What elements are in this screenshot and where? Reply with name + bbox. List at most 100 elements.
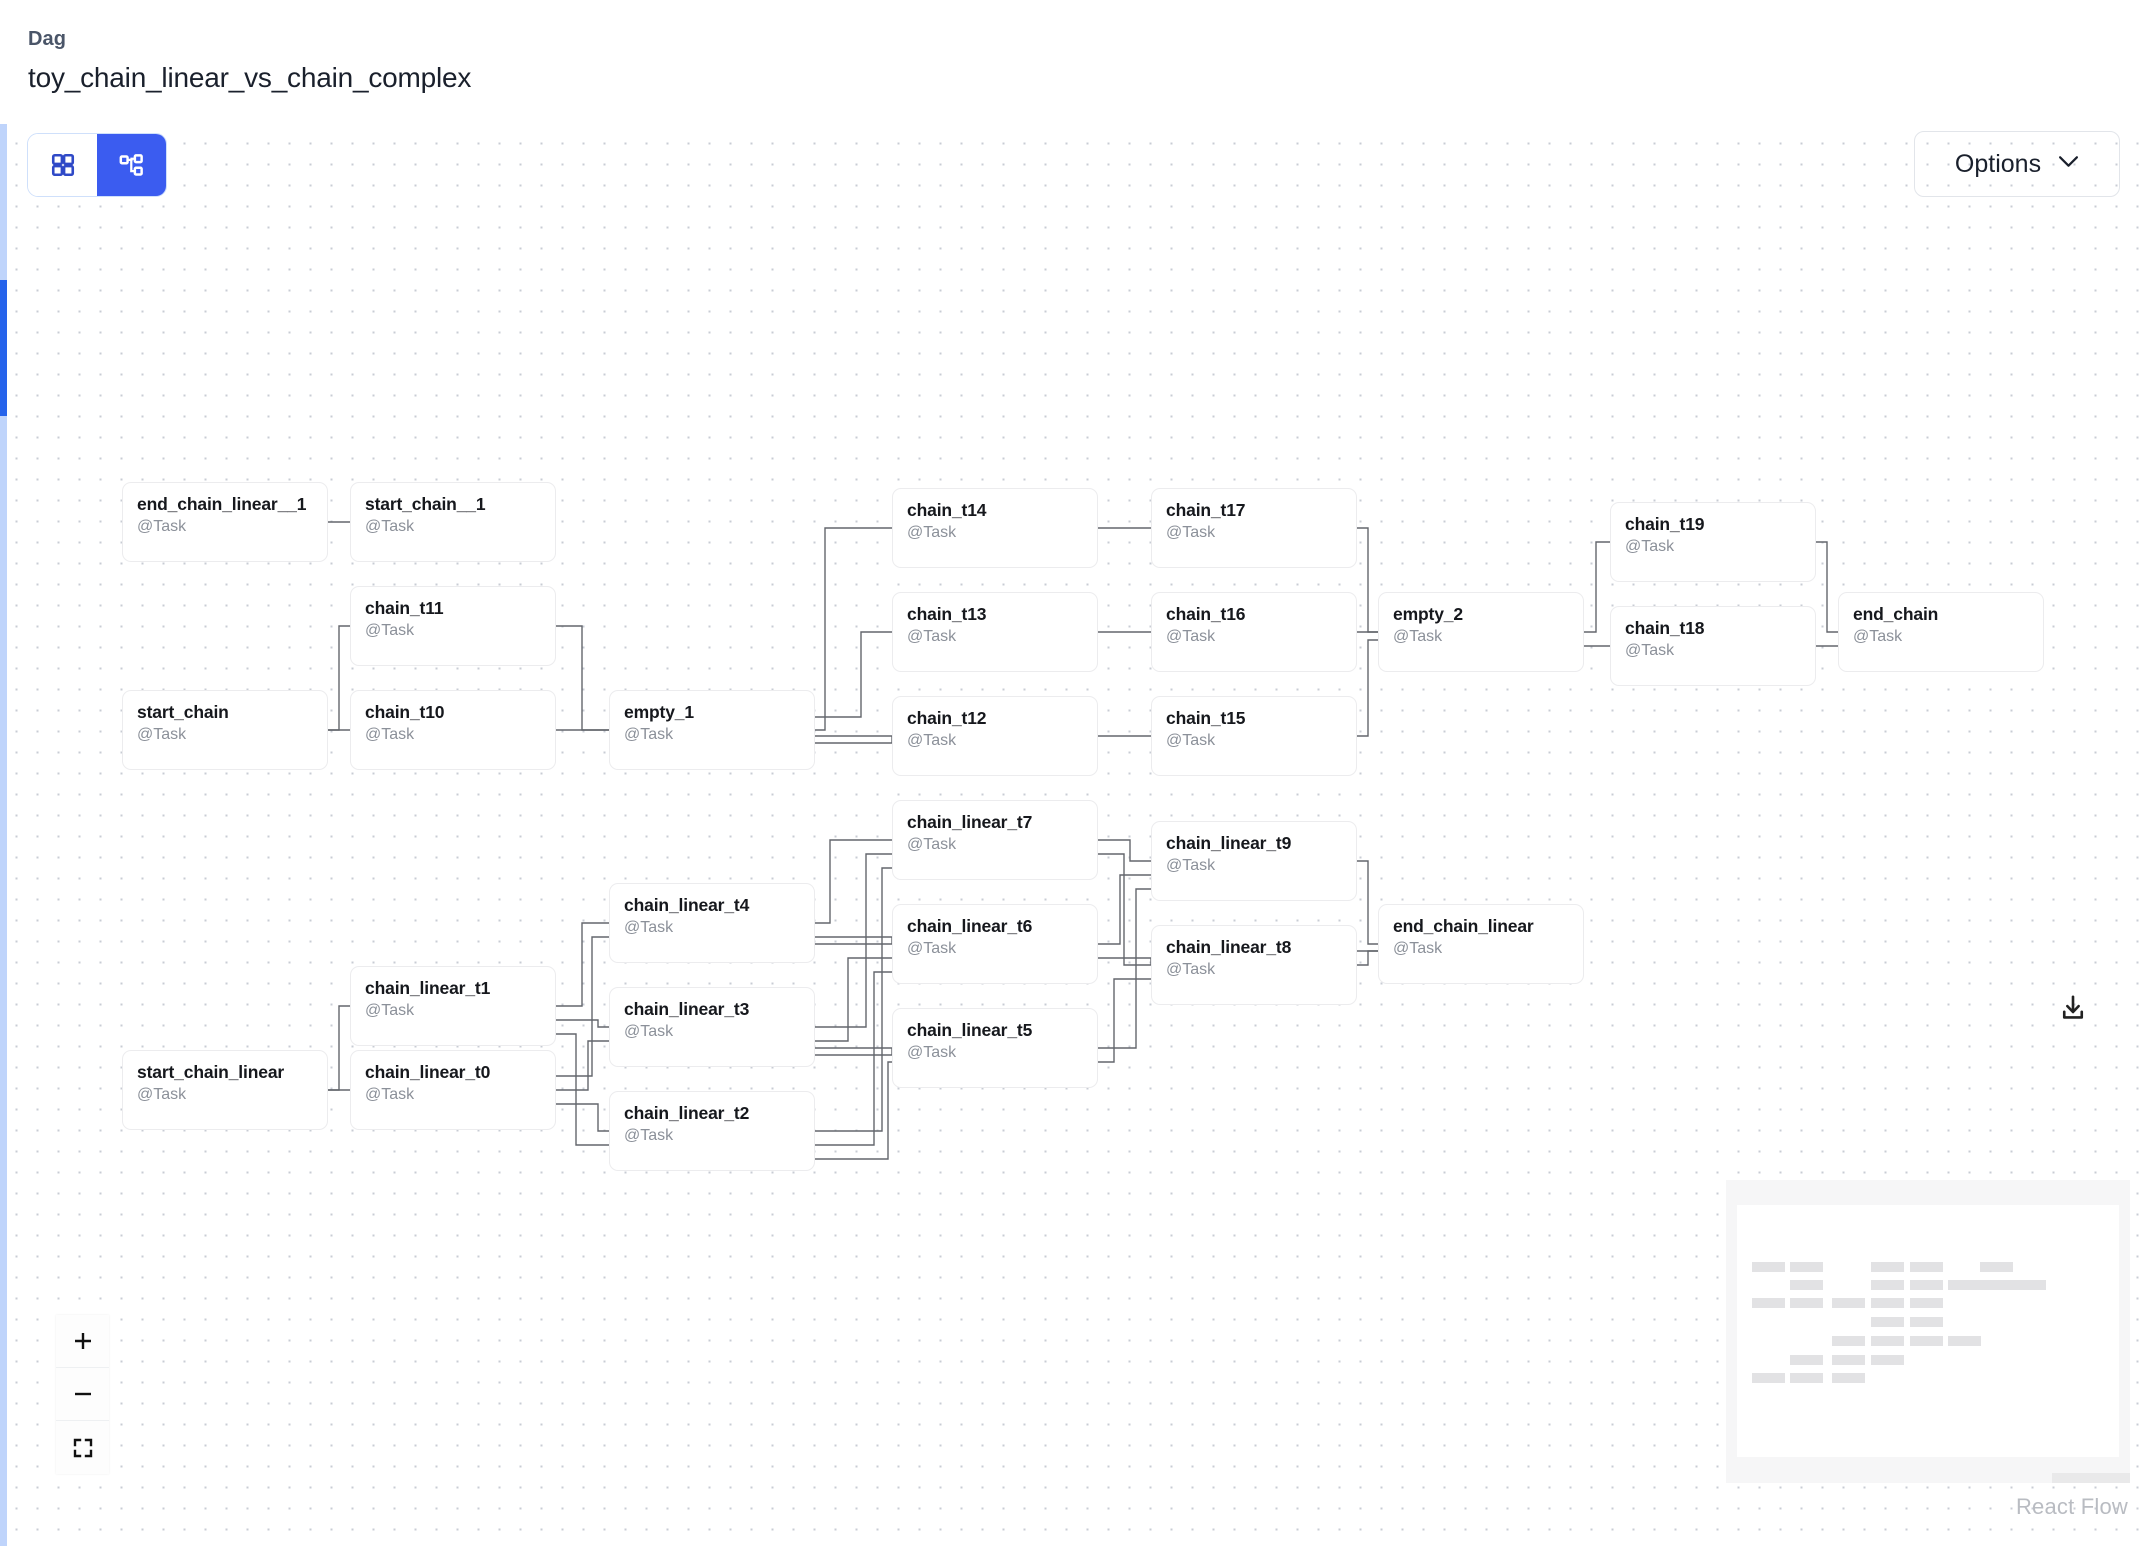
graph-canvas[interactable]: end_chain_linear__1@Task start_chain__1 @T…: [0, 125, 2148, 1546]
graph-node-chain_t14[interactable]: chain_t14@Task: [892, 488, 1098, 568]
minimap-node: [1910, 1280, 1943, 1290]
graph-node-title: end_chain_linear: [1393, 916, 1534, 936]
graph-node-chain_t13[interactable]: chain_t13@Task: [892, 592, 1098, 672]
minimap-node: [1832, 1355, 1865, 1365]
graph-node-title: empty_1: [624, 702, 694, 722]
graph-view-button[interactable]: [97, 134, 166, 196]
graph-node-subtitle: @Task: [137, 518, 187, 535]
graph-node-chain_linear_t7[interactable]: chain_linear_t7@Task: [892, 800, 1098, 880]
graph-node-subtitle: @Task: [137, 1086, 187, 1103]
graph-node-title: chain_linear_t1: [365, 978, 491, 998]
canvas-controls[interactable]: [56, 1315, 109, 1474]
fit-view-icon: [71, 1436, 95, 1460]
graph-node-title: chain_linear_t0: [365, 1062, 491, 1082]
minimap-viewport-area[interactable]: [1737, 1205, 2119, 1457]
graph-node-chain_linear_t3[interactable]: chain_linear_t3@Task: [609, 987, 815, 1067]
graph-node-title: chain_linear_t2: [624, 1103, 750, 1123]
minimap[interactable]: [1726, 1180, 2130, 1483]
graph-node-title: chain_t16: [1166, 604, 1246, 624]
minimap-node: [1948, 1280, 1981, 1290]
graph-node-start_chain_linear[interactable]: start_chain_linear @Task: [122, 1050, 328, 1130]
graph-node-chain_linear_t0[interactable]: chain_linear_t0 @Task: [350, 1050, 556, 1130]
options-button[interactable]: Options: [1914, 131, 2120, 197]
minimap-node: [1790, 1262, 1823, 1272]
graph-node-subtitle: @Task: [907, 524, 957, 541]
graph-node-subtitle: @Task: [1625, 642, 1675, 659]
graph-node-chain_t12[interactable]: chain_t12@Task: [892, 696, 1098, 776]
minimap-node: [1948, 1336, 1981, 1346]
graph-node-chain_t17[interactable]: chain_t17@Task: [1151, 488, 1357, 568]
graph-node-title: chain_t17: [1166, 500, 1246, 520]
graph-node-end_chain_linear[interactable]: end_chain_linear@Task: [1378, 904, 1584, 984]
graph-node-subtitle: @Task: [1166, 732, 1216, 749]
graph-node-subtitle: @Task: [1625, 538, 1675, 555]
graph-node-empty_1[interactable]: empty_1@Task: [609, 690, 815, 770]
view-mode-toggle[interactable]: [27, 133, 167, 197]
graph-node-title: chain_linear_t9: [1166, 833, 1292, 853]
graph-node-title: chain_t15: [1166, 708, 1246, 728]
minimap-node: [1790, 1373, 1823, 1383]
graph-node-title: chain_linear_t7: [907, 812, 1033, 832]
graph-node-chain_t11[interactable]: chain_t11@Task: [350, 586, 556, 666]
minimap-node: [1790, 1280, 1823, 1290]
graph-node-subtitle: @Task: [1166, 961, 1216, 978]
graph-node-subtitle: @Task: [1166, 628, 1216, 645]
graph-node-title: start_chain__1: [365, 494, 486, 514]
download-button[interactable]: [2056, 993, 2090, 1027]
minimap-node: [1752, 1373, 1785, 1383]
graph-node-subtitle: @Task: [1393, 628, 1443, 645]
plus-icon: [71, 1329, 95, 1353]
graph-node-title: chain_t18: [1625, 618, 1705, 638]
graph-node-start_chain__1[interactable]: start_chain__1 @Task: [350, 482, 556, 562]
graph-node-subtitle: @Task: [365, 726, 415, 743]
minimap-node: [2013, 1280, 2046, 1290]
graph-node-title: chain_t19: [1625, 514, 1705, 534]
graph-node-subtitle: @Task: [1853, 628, 1903, 645]
minimap-node: [1871, 1298, 1904, 1308]
minimap-node: [1871, 1262, 1904, 1272]
options-button-label: Options: [1954, 149, 2042, 178]
minimap-viewport-rect[interactable]: [2052, 1473, 2130, 1483]
graph-node-subtitle: @Task: [624, 1127, 674, 1144]
graph-node-chain_t18[interactable]: chain_t18 @Task: [1610, 606, 1816, 686]
graph-node-end_chain_linear__1[interactable]: end_chain_linear__1@Task: [122, 482, 328, 562]
grid-view-button[interactable]: [28, 134, 97, 196]
graph-node-chain_linear_t2[interactable]: chain_linear_t2 @Task: [609, 1091, 815, 1171]
graph-node-title: empty_2: [1393, 604, 1463, 624]
fit-view-button[interactable]: [56, 1421, 109, 1474]
graph-node-chain_t15[interactable]: chain_t15 @Task: [1151, 696, 1357, 776]
minimap-node: [1910, 1317, 1943, 1327]
graph-node-subtitle: @Task: [137, 726, 187, 743]
chevron-down-icon: [2058, 155, 2079, 173]
page-scrollbar-thumb[interactable]: [0, 280, 7, 416]
graph-node-chain_linear_t8[interactable]: chain_linear_t8@Task: [1151, 925, 1357, 1005]
graph-node-end_chain[interactable]: end_chain@Task: [1838, 592, 2044, 672]
graph-node-start_chain[interactable]: start_chain@Task: [122, 690, 328, 770]
graph-node-subtitle: @Task: [907, 628, 957, 645]
graph-view-icon: [118, 152, 145, 179]
graph-node-title: start_chain_linear: [137, 1062, 285, 1082]
minimap-node: [1752, 1262, 1785, 1272]
graph-node-chain_t19[interactable]: chain_t19 @Task: [1610, 502, 1816, 582]
breadcrumb-dag-label: Dag: [28, 28, 67, 50]
graph-node-subtitle: @Task: [365, 518, 415, 535]
minimap-node: [1832, 1298, 1865, 1308]
graph-node-chain_linear_t6[interactable]: chain_linear_t6@Task: [892, 904, 1098, 984]
react-flow-attribution[interactable]: React Flow: [2015, 1494, 2128, 1519]
page-title: toy_chain_linear_vs_chain_complex: [28, 62, 472, 93]
zoom-in-button[interactable]: [56, 1315, 109, 1368]
graph-node-chain_t16[interactable]: chain_t16 @Task: [1151, 592, 1357, 672]
graph-node-subtitle: @Task: [365, 1002, 415, 1019]
graph-node-chain_t10[interactable]: chain_t10@Task: [350, 690, 556, 770]
graph-node-subtitle: @Task: [365, 1086, 415, 1103]
graph-node-chain_linear_t1[interactable]: chain_linear_t1 @Task: [350, 966, 556, 1046]
graph-node-chain_linear_t4[interactable]: chain_linear_t4@Task: [609, 883, 815, 963]
page-scrollbar-track[interactable]: [0, 124, 7, 1546]
zoom-out-button[interactable]: [56, 1368, 109, 1421]
minimap-node: [1871, 1355, 1904, 1365]
graph-node-empty_2[interactable]: empty_2 @Task: [1378, 592, 1584, 672]
graph-node-subtitle: @Task: [907, 732, 957, 749]
graph-node-chain_linear_t9[interactable]: chain_linear_t9@Task: [1151, 821, 1357, 901]
graph-node-title: chain_linear_t6: [907, 916, 1033, 936]
graph-node-chain_linear_t5[interactable]: chain_linear_t5@Task: [892, 1008, 1098, 1088]
